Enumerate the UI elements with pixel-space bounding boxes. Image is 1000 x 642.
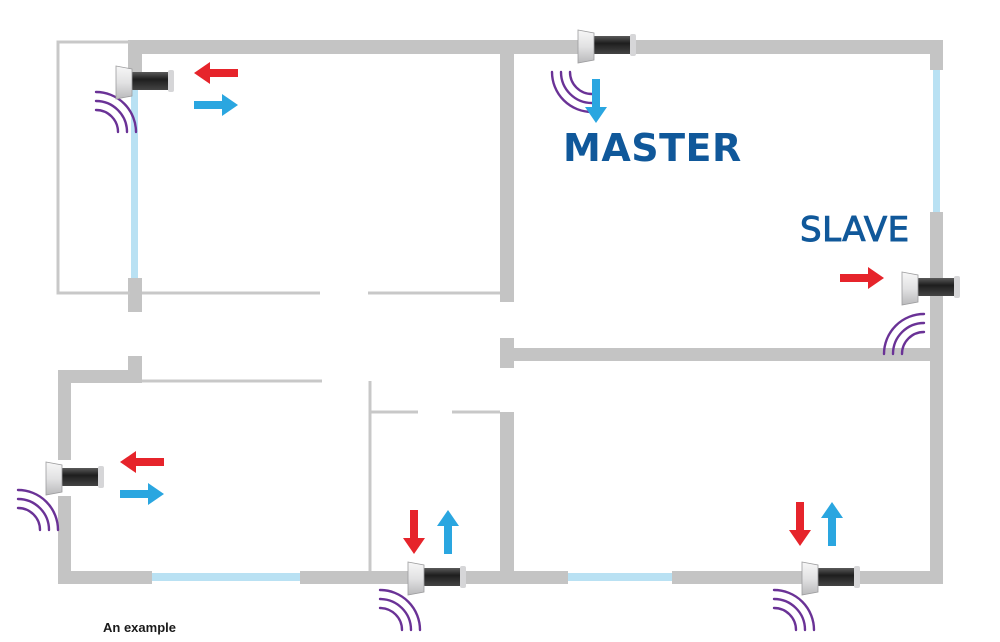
wall-horizontal-right — [500, 348, 943, 361]
window-left-top — [131, 80, 138, 278]
blue-arrow-icon — [437, 510, 459, 554]
wall-left-pillar — [128, 278, 142, 312]
wall-left-room-left-bottom — [58, 496, 71, 584]
window-bottom-right — [568, 573, 672, 581]
wall-right-lower — [930, 348, 943, 584]
windows — [131, 70, 940, 581]
blue-arrow-icon — [821, 502, 843, 546]
window-right-top — [933, 70, 940, 212]
red-arrow-icon — [120, 451, 164, 473]
blue-arrow-icon — [194, 94, 238, 116]
wall-center-upper — [500, 40, 514, 302]
wall-center-lower — [500, 412, 514, 584]
ventilation-unit-bottom-center — [378, 510, 467, 632]
window-bottom-left — [152, 573, 300, 581]
red-arrow-icon — [403, 510, 425, 554]
wall-top — [128, 40, 943, 54]
red-arrow-icon — [789, 502, 811, 546]
ventilation-unit-bottom-right — [772, 502, 861, 632]
caption: An example — [103, 620, 176, 635]
wall-left-room-left-top — [58, 370, 71, 460]
ventilation-unit-top-left — [94, 62, 238, 134]
wall-bottom-left — [58, 571, 152, 584]
partition-top-left-box — [56, 40, 130, 295]
wall-left-room-top — [58, 370, 142, 383]
red-arrow-icon — [194, 62, 238, 84]
partitions — [56, 40, 500, 571]
master-label: MASTER — [563, 126, 742, 170]
blue-arrow-icon — [585, 79, 607, 123]
red-arrow-icon — [840, 267, 884, 289]
blue-arrow-icon — [120, 483, 164, 505]
slave-label: SLAVE — [800, 210, 910, 251]
wall-right-top-stub — [930, 40, 943, 70]
wall-bottom-mid — [512, 571, 568, 584]
wall-bottom-center — [300, 571, 512, 584]
ventilation-unit-bottom-left — [16, 451, 164, 532]
walls — [58, 40, 943, 584]
